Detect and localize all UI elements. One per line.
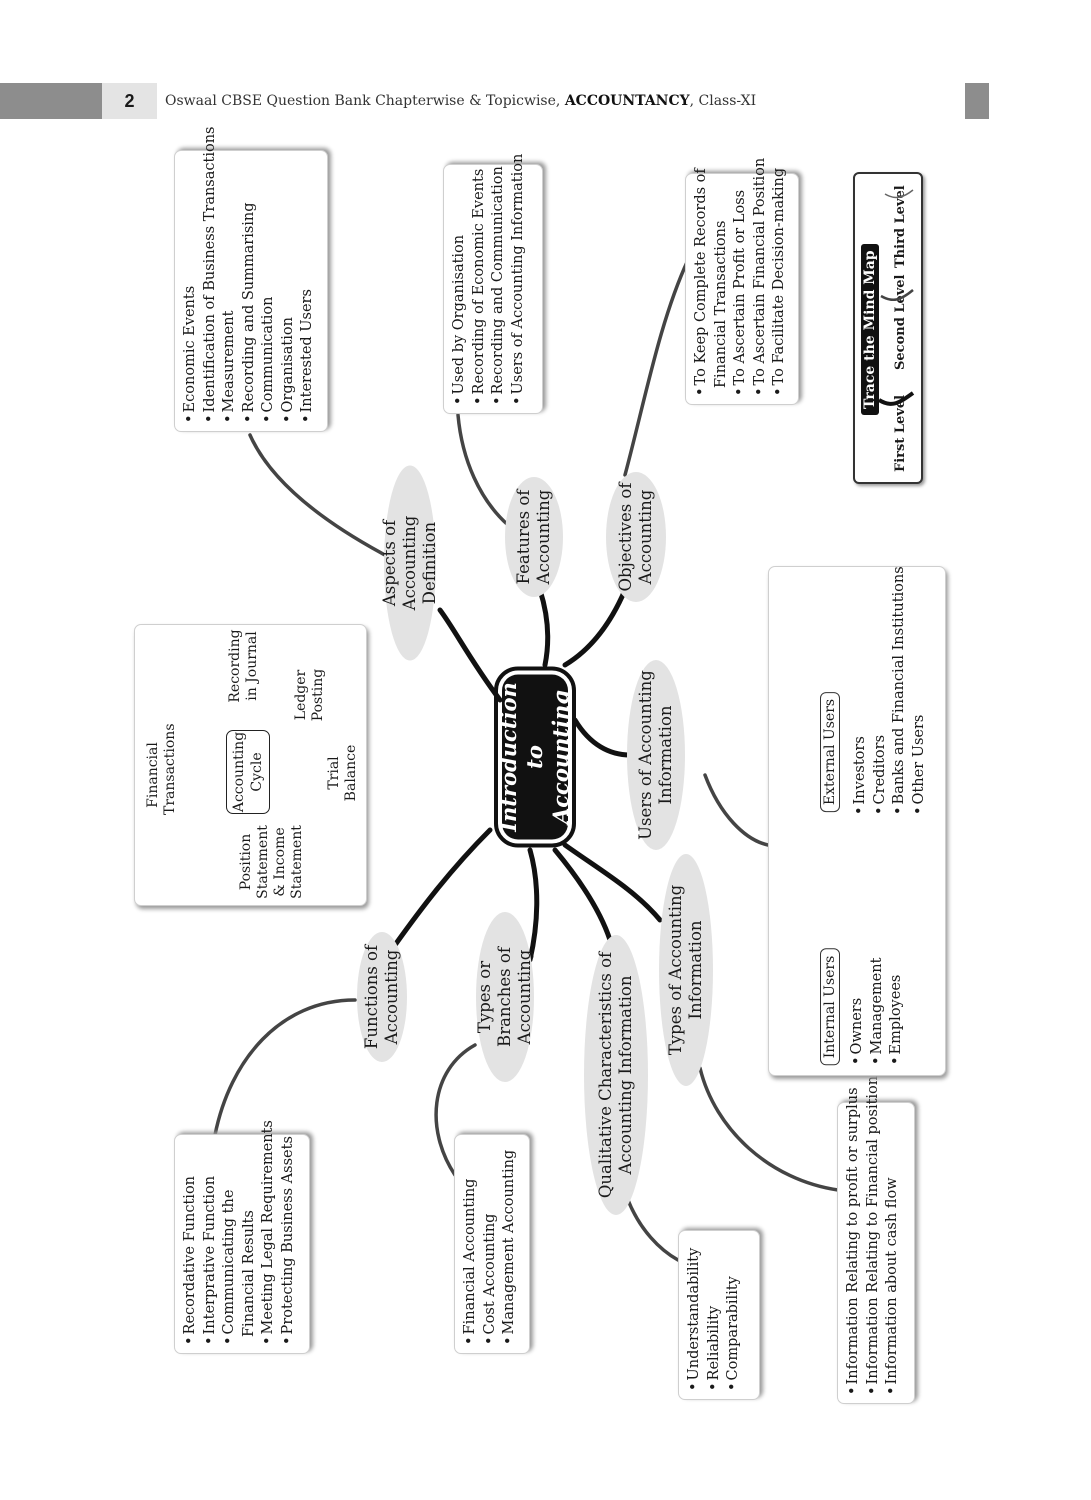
oval-functions: Functions of Accounting xyxy=(357,932,407,1062)
box-functions: Recordative Function Interprative Functi… xyxy=(174,1120,310,1354)
cycle-financial-transactions: Financial Transactions xyxy=(145,723,178,816)
box-objectives: To Keep Complete Records of Financial Tr… xyxy=(685,158,799,405)
branch-qualitative xyxy=(552,847,613,943)
oval-types-info: Types of Accounting Information xyxy=(659,854,713,1086)
link-features-box xyxy=(456,413,510,527)
cycle-ledger-posting: Ledger Posting xyxy=(293,668,326,722)
link-aspects-box xyxy=(248,433,387,557)
internal-users-label: Internal Users xyxy=(820,948,840,1066)
oval-aspects: Aspects of Accounting Definition xyxy=(380,465,439,661)
box-types-info: Information Relating to profit or surplu… xyxy=(837,1076,915,1404)
box-accounting-cycle xyxy=(134,624,367,906)
header-bar-right xyxy=(965,83,989,119)
legend-box: Trace the Mind Map First Level Second Le… xyxy=(853,172,923,484)
box-aspects: Economic Events Identification of Busine… xyxy=(174,127,328,432)
header-bar-left xyxy=(0,83,102,119)
page-number: 2 xyxy=(102,83,157,119)
link-qualitative-box xyxy=(626,1198,680,1262)
page-subject: ACCOUNTANCY xyxy=(564,93,690,109)
link-branches-box xyxy=(434,1043,477,1177)
oval-objectives: Objectives of Accounting xyxy=(606,472,666,602)
link-types-info-box xyxy=(698,1066,840,1192)
cycle-center: Accounting Cycle xyxy=(226,730,270,814)
oval-qualitative: Qualitative Characteristics of Accountin… xyxy=(584,935,648,1215)
branch-functions xyxy=(392,827,493,948)
external-users-label: External Users xyxy=(820,691,840,813)
branch-aspects xyxy=(437,607,503,703)
oval-users: Users of Accounting Information xyxy=(627,660,685,850)
cycle-trial-balance: Trial Balance xyxy=(326,744,359,802)
legend-line-samples xyxy=(877,189,915,406)
oval-features: Features of Accounting xyxy=(505,477,563,597)
oval-branches: Types or Branches of Accounting xyxy=(475,912,534,1082)
branch-users xyxy=(572,717,633,758)
internal-users-list: Owners Management Employees xyxy=(848,958,912,1065)
link-functions-box xyxy=(213,998,357,1137)
cycle-recording-journal: Recording in Journal xyxy=(227,629,260,703)
branch-features xyxy=(537,587,551,668)
box-qualitative: Understandability Reliability Comparabil… xyxy=(678,1230,760,1400)
branch-types-info xyxy=(562,842,663,923)
branch-objectives xyxy=(562,587,628,668)
box-features: Used by Organisation Recording of Econom… xyxy=(443,154,543,414)
page-title: Oswaal CBSE Question Bank Chapterwise & … xyxy=(165,93,757,109)
link-objectives-box xyxy=(623,258,690,477)
external-users-list: Investors Creditors Banks and Financial … xyxy=(851,566,935,815)
cycle-position-statement: Position Statement & Income Statement xyxy=(238,825,305,899)
link-users-box xyxy=(703,773,770,847)
box-branches: Financial Accounting Cost Accounting Man… xyxy=(454,1134,530,1354)
